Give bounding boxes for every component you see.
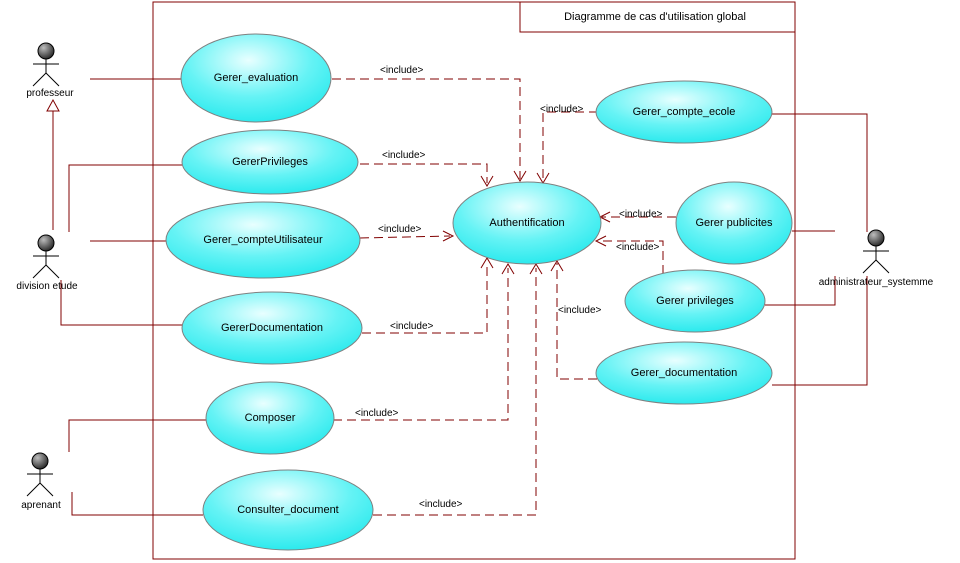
- title-box: [519, 1, 796, 33]
- usecase-gerer-publicites[interactable]: Gerer publicites: [675, 181, 793, 265]
- diagram-title: Diagramme de cas d'utilisation global: [564, 11, 746, 23]
- usecase-label: Composer: [245, 412, 296, 424]
- usecase-label: Authentification: [489, 217, 564, 229]
- usecase-label: GererPrivileges: [232, 156, 308, 168]
- actor-label: aprenant: [21, 500, 61, 511]
- usecase-authentification[interactable]: Authentification: [452, 181, 602, 265]
- include-label: <include>: [355, 408, 399, 419]
- usecase-label: Gerer publicites: [695, 217, 773, 229]
- usecase-gerer-privileges-left[interactable]: GererPrivileges: [181, 129, 359, 195]
- usecase-composer[interactable]: Composer: [205, 381, 335, 455]
- actor-administrateur-systemme[interactable]: administrateur_systemme: [819, 229, 934, 288]
- include-dependencies: [332, 78, 676, 516]
- include-label: <include>: [540, 104, 584, 115]
- usecase-label: Gerer_documentation: [631, 367, 737, 379]
- include-label: <include>: [380, 65, 424, 76]
- include-label: <include>: [419, 499, 463, 510]
- actor-professeur[interactable]: professeur: [26, 42, 74, 99]
- system-boundary: [152, 1, 796, 560]
- usecase-gerer-documentation-left[interactable]: GererDocumentation: [181, 291, 363, 365]
- associations: [60, 78, 868, 516]
- usecase-label: Gerer_compteUtilisateur: [203, 234, 323, 246]
- usecase-label: Gerer_evaluation: [214, 72, 298, 84]
- include-label: <include>: [558, 305, 602, 316]
- generalization: [46, 98, 60, 230]
- include-label: <include>: [378, 224, 422, 235]
- include-labels: <include> <include> <include> <include> …: [355, 65, 663, 510]
- usecase-consulter-document[interactable]: Consulter_document: [202, 469, 374, 551]
- actor-division-etude[interactable]: division etude: [16, 234, 78, 292]
- usecase-label: GererDocumentation: [221, 322, 323, 334]
- actor-label: administrateur_systemme: [819, 277, 934, 288]
- include-label: <include>: [619, 209, 663, 220]
- usecase-label: Gerer_compte_ecole: [633, 106, 736, 118]
- usecase-gerer-privileges-right[interactable]: Gerer privileges: [624, 269, 766, 333]
- usecase-gerer-compte-ecole[interactable]: Gerer_compte_ecole: [595, 80, 773, 144]
- usecase-gerer-documentation-right[interactable]: Gerer_documentation: [595, 341, 773, 405]
- actor-label: division etude: [16, 281, 78, 292]
- actor-aprenant[interactable]: aprenant: [21, 452, 61, 511]
- usecase-label: Gerer privileges: [656, 295, 734, 307]
- usecase-label: Consulter_document: [237, 504, 339, 516]
- include-label: <include>: [390, 321, 434, 332]
- usecase-gerer-compte-utilisateur[interactable]: Gerer_compteUtilisateur: [165, 201, 361, 279]
- usecase-gerer-evaluation[interactable]: Gerer_evaluation: [180, 33, 332, 123]
- include-label: <include>: [382, 150, 426, 161]
- actor-label: professeur: [26, 88, 74, 99]
- include-label: <include>: [616, 242, 660, 253]
